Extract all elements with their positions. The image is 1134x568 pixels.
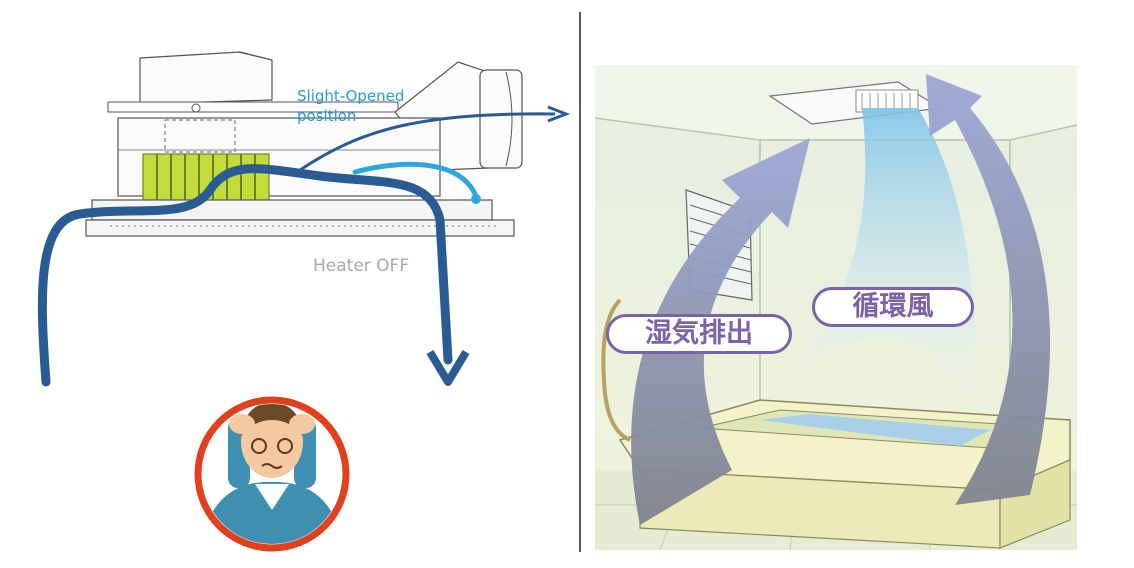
damper-airflow bbox=[352, 161, 479, 199]
circulation-label: 循環風 bbox=[812, 287, 974, 327]
motor-housing bbox=[139, 51, 273, 105]
dizzy-person-avatar bbox=[194, 396, 350, 552]
exhaust-arrowhead bbox=[547, 105, 571, 123]
damper-pivot bbox=[471, 194, 481, 204]
heater-status-label: Heater OFF bbox=[313, 256, 410, 276]
moisture-exhaust-arrow bbox=[631, 138, 810, 525]
damper-label-line2: position bbox=[297, 107, 357, 125]
exhaust-airflow-thin bbox=[299, 112, 556, 172]
recirculating-airflow bbox=[37, 164, 453, 387]
moisture-exhaust-label: 湿気排出 bbox=[606, 314, 792, 354]
duct-outlet bbox=[479, 69, 523, 169]
shower-hose bbox=[601, 298, 631, 442]
bathtub bbox=[618, 399, 1071, 549]
damper-label-line1: Slight-Opened bbox=[297, 87, 405, 105]
recirculating-arrowhead bbox=[426, 349, 470, 386]
ceiling-vent-icon bbox=[768, 81, 942, 125]
return-air-arrow bbox=[926, 74, 1050, 505]
